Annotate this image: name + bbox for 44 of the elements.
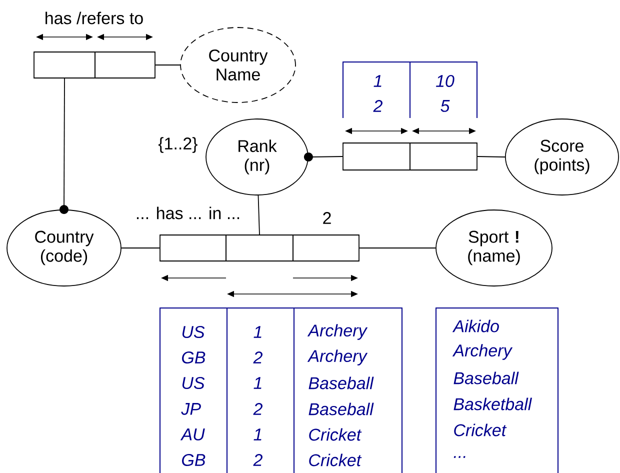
- population-value: Cricket: [454, 424, 507, 436]
- population-value: ...: [454, 456, 466, 458]
- population-value: JP: [181, 403, 201, 415]
- population-value: US: [182, 326, 205, 338]
- role-box: [94, 52, 156, 78]
- population-value: Archery: [307, 324, 368, 340]
- connector: [304, 152, 343, 162]
- population-value: Cricket: [309, 428, 362, 441]
- role-box: [410, 142, 478, 170]
- connector: [477, 156, 506, 158]
- population-value: Baseball: [308, 402, 374, 416]
- cardinality-constraint: {1..2}: [158, 137, 198, 153]
- population-value: Baseball: [308, 376, 374, 390]
- population-value: 2: [253, 403, 262, 415]
- population-value: 1: [254, 428, 262, 440]
- population-value: 1: [374, 75, 382, 87]
- population-value: Basketball: [454, 398, 532, 410]
- population-value: 1: [254, 326, 262, 338]
- population-value: Archery: [452, 344, 513, 360]
- population-value: GB: [182, 454, 206, 466]
- population-value: Aikido: [452, 320, 499, 332]
- population-value: AU: [180, 428, 205, 440]
- connector: [155, 64, 180, 66]
- connector: [60, 78, 68, 214]
- population-value: 2: [253, 352, 262, 364]
- population-value: Baseball: [454, 372, 519, 384]
- role-box: [226, 234, 294, 262]
- population-value: US: [182, 376, 205, 390]
- role-box: [342, 142, 410, 170]
- role-box: [34, 52, 96, 78]
- frequency-constraint: 2: [323, 212, 331, 224]
- population-value: GB: [182, 351, 206, 364]
- connector: [258, 194, 260, 235]
- population-value: 10: [436, 74, 454, 88]
- fact-reading: ... has ... in ...: [136, 206, 240, 220]
- population-value: 2: [253, 454, 262, 466]
- population-value: Cricket: [309, 454, 362, 466]
- population-value: 1: [254, 377, 262, 389]
- fact-reading: has /refers to: [46, 12, 143, 24]
- role-box: [160, 234, 226, 262]
- population-value: 5: [440, 100, 450, 112]
- population-value: Archery: [307, 350, 368, 366]
- role-box: [292, 234, 360, 262]
- population-value: 2: [373, 100, 382, 112]
